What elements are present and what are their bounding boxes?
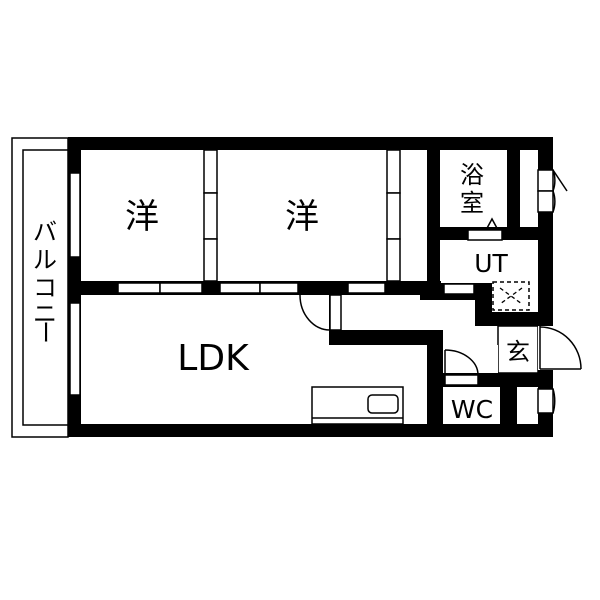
room-label-wc: WC (451, 395, 493, 424)
right-double-door[interactable] (537, 169, 568, 213)
window (69, 302, 81, 396)
washer-space (492, 281, 530, 311)
window (69, 172, 81, 258)
room-label-balcony: バ ル コ ニ ー (31, 218, 59, 344)
room-label-entrance: 玄 (506, 338, 530, 366)
room-label-bath-2: 室 (460, 189, 484, 217)
closet-partitions (203, 149, 401, 282)
sliding-doors (117, 282, 475, 295)
room-label-western-1: 洋 (125, 197, 159, 237)
room-label-utility: UT (474, 249, 508, 278)
bath-door[interactable] (467, 217, 503, 241)
room-label-western-2: 洋 (285, 197, 319, 237)
room-label-bath-1: 浴 (460, 161, 484, 189)
balcony-char: ー (31, 320, 59, 344)
room-label-ldk: LDK (177, 338, 250, 379)
storage-door[interactable] (537, 388, 556, 414)
ldk-door[interactable] (299, 294, 342, 331)
wc-door[interactable] (443, 345, 498, 386)
balcony-char: ニ (33, 300, 57, 328)
entrance-door[interactable] (539, 326, 582, 370)
sink-icon (367, 394, 399, 414)
kitchen-counter (311, 386, 404, 425)
balcony (11, 137, 69, 438)
balcony-char: ル (33, 246, 57, 274)
balcony-char: バ (33, 218, 57, 246)
balcony-char: コ (33, 274, 57, 302)
